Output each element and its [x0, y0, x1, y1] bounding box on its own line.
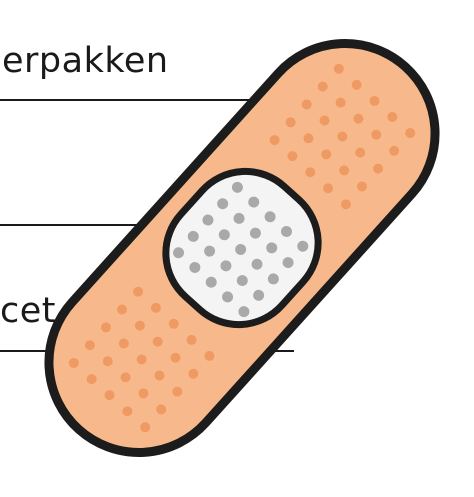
bandage-icon [0, 0, 474, 497]
diagram-canvas: erpakken cet [0, 0, 474, 497]
